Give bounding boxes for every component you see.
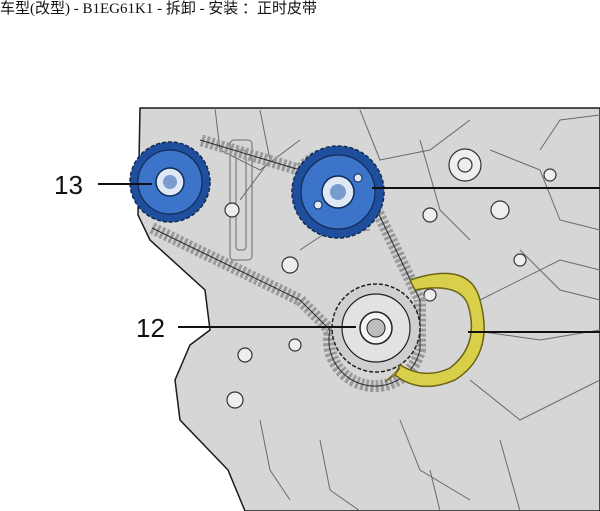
block-details: [214, 107, 600, 511]
bolts: [224, 148, 557, 409]
callout-12: 12: [136, 313, 165, 343]
callout-13: 13: [54, 170, 83, 200]
camshaft-pulley-right: [291, 145, 385, 239]
page-title: 车型(改型) - B1EG61K1 - 拆卸 - 安装 ：正时皮带: [0, 1, 318, 17]
leader-lines: [98, 183, 600, 333]
camshaft-pulley-left: [129, 141, 211, 223]
crankshaft-sprocket: [331, 283, 421, 373]
